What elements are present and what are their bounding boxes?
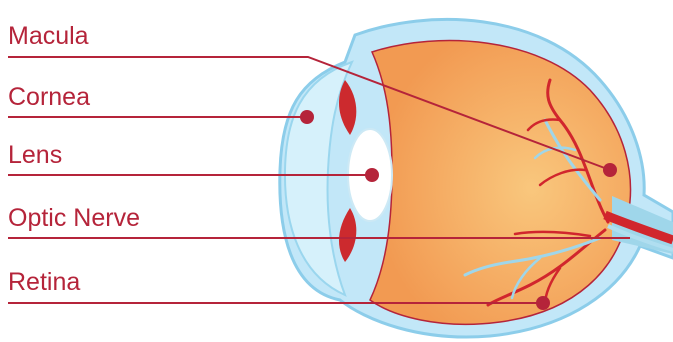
label-cornea: Cornea — [8, 83, 90, 111]
marker-dot-retina — [536, 296, 550, 310]
label-optic-nerve: Optic Nerve — [8, 204, 140, 232]
marker-dot-cornea — [300, 110, 314, 124]
label-macula: Macula — [8, 22, 89, 50]
marker-dot-lens — [365, 168, 379, 182]
labels: Macula Cornea Lens Optic Nerve Retina — [8, 22, 140, 296]
marker-dot-macula — [603, 163, 617, 177]
label-lens: Lens — [8, 141, 62, 169]
label-retina: Retina — [8, 268, 80, 296]
